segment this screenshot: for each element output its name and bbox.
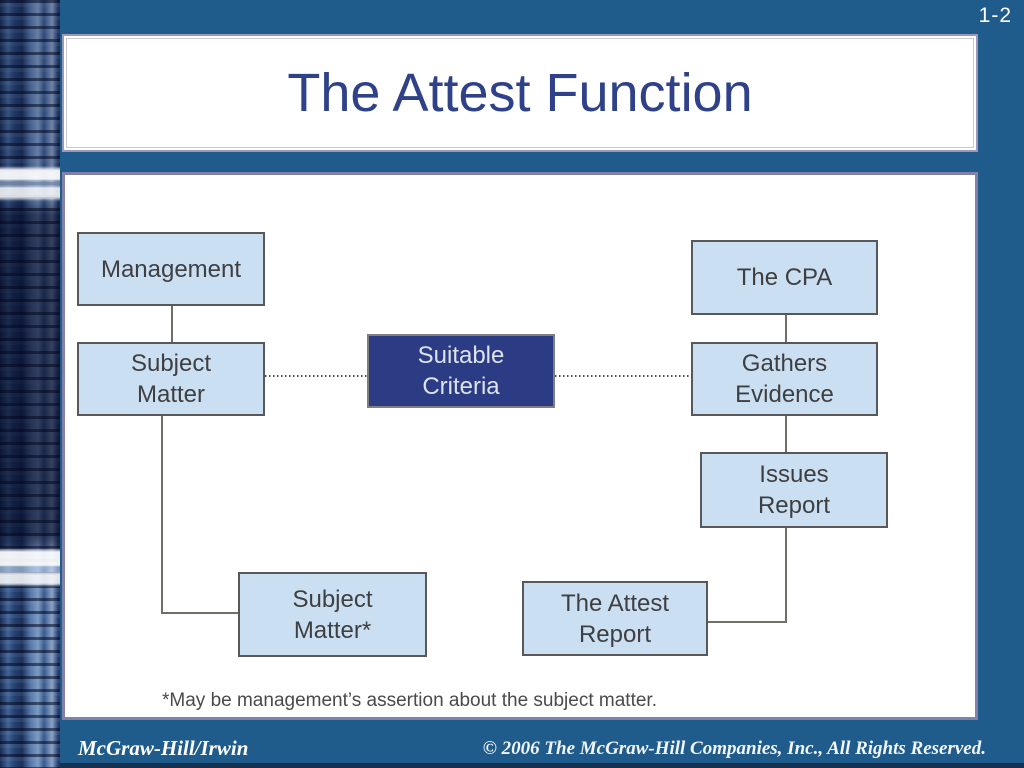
node-the-cpa: The CPA — [691, 240, 878, 315]
node-subject-matter-asterisk: Subject Matter* — [238, 572, 427, 657]
connector-gathers-issues — [785, 416, 787, 452]
footer-brand: McGraw-Hill/Irwin — [78, 736, 249, 760]
connector-elbow-attest-report — [708, 621, 787, 623]
decorative-film-strip — [0, 0, 60, 768]
footnote: *May be management’s assertion about the… — [162, 690, 657, 711]
connector-subject-down — [161, 416, 163, 614]
dotted-connector-subject-criteria — [265, 375, 367, 377]
connector-elbow-subject-matter — [161, 612, 238, 614]
slide-title: The Attest Function — [287, 63, 753, 123]
node-issues-report: Issues Report — [700, 452, 888, 528]
footer-copyright: © 2006 The McGraw-Hill Companies, Inc., … — [482, 738, 986, 759]
diagram-panel: Management Subject Matter Suitable Crite… — [62, 172, 978, 720]
connector-management-subject — [171, 306, 173, 342]
connector-cpa-gathers — [785, 315, 787, 342]
dotted-connector-criteria-gathers — [555, 375, 691, 377]
node-the-attest-report: The Attest Report — [522, 581, 708, 656]
node-management: Management — [77, 232, 265, 306]
node-suitable-criteria: Suitable Criteria — [367, 334, 555, 408]
title-bar: The Attest Function — [62, 34, 978, 152]
slide-number: 1-2 — [978, 4, 1012, 27]
node-gathers-evidence: Gathers Evidence — [691, 342, 878, 416]
bottom-edge-divider — [60, 763, 1024, 768]
node-subject-matter: Subject Matter — [77, 342, 265, 416]
connector-issues-down — [785, 528, 787, 622]
